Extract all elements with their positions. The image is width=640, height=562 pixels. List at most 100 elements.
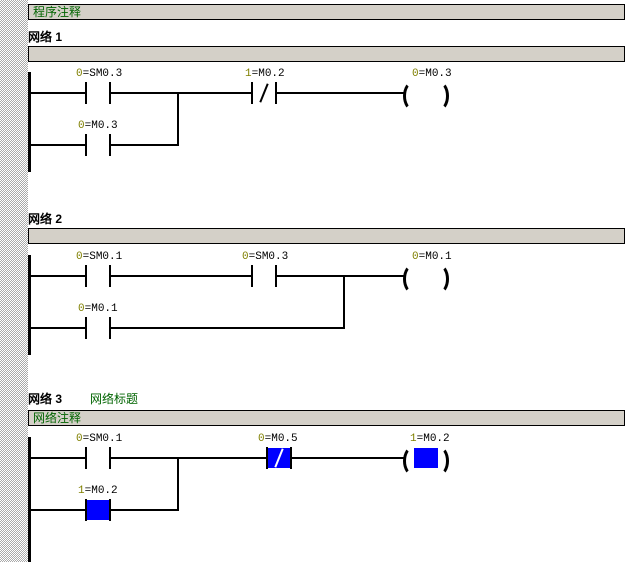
coil-paren-right	[429, 446, 449, 476]
program-comment-bar[interactable]: 程序注释	[28, 4, 625, 20]
contact-sm01-n3[interactable]	[85, 447, 111, 469]
wire-segment	[30, 509, 87, 511]
operand-name: SM0.1	[89, 433, 123, 445]
contact-bar-left	[266, 447, 268, 469]
network-2-label: 网络 2	[28, 212, 63, 226]
wire-segment	[111, 275, 251, 277]
operand-label: 0=M0.1	[78, 303, 118, 315]
contact-bar-left	[85, 265, 87, 287]
contact-m03-branch-n1[interactable]	[85, 134, 111, 156]
contact-bar-left	[85, 82, 87, 104]
operand-label: 0=SM0.3	[242, 251, 289, 263]
status-value: 0	[242, 251, 249, 263]
status-value: 0	[76, 433, 83, 445]
contact-m01-branch-n2[interactable]	[85, 317, 111, 339]
contact-bar-right	[109, 134, 111, 156]
wire-segment	[30, 327, 87, 329]
contact-fill	[87, 135, 109, 155]
coil-m01-n2[interactable]	[403, 264, 449, 294]
operand-label: 1=M0.2	[410, 433, 450, 445]
contact-bar-right	[275, 265, 277, 287]
wire-segment	[111, 327, 345, 329]
wire-segment	[30, 457, 87, 459]
wire-segment	[111, 144, 179, 146]
status-value: 0	[258, 433, 265, 445]
contact-bar-left	[251, 82, 253, 104]
status-value: 0	[76, 251, 83, 263]
contact-fill	[87, 318, 109, 338]
operand-label: 0=M0.5	[258, 433, 298, 445]
ladder-canvas[interactable]: 程序注释 网络 1 0=SM0.3 1=M0.2 0=M0.3 0=M0.3 网…	[28, 0, 640, 562]
network-1-label: 网络 1	[28, 30, 63, 44]
operand-name: SM0.1	[89, 251, 123, 263]
coil-m02-n3[interactable]	[403, 446, 449, 476]
coil-paren-right	[429, 81, 449, 111]
operand-label: 0=M0.1	[412, 251, 452, 263]
branch-connector	[177, 457, 179, 511]
coil-paren-left	[403, 264, 423, 294]
status-value: 1	[78, 485, 85, 497]
operand-name: M0.1	[425, 251, 452, 263]
contact-fill	[87, 266, 109, 286]
coil-m03-n1[interactable]	[403, 81, 449, 111]
power-rail-network-2	[28, 255, 31, 355]
contact-m02-branch-n3[interactable]	[85, 499, 111, 521]
network-1-comment-bar[interactable]	[28, 46, 625, 62]
status-value: 0	[412, 251, 419, 263]
contact-bar-right	[275, 82, 277, 104]
contact-sm03-n2[interactable]	[251, 265, 277, 287]
status-value: 0	[412, 68, 419, 80]
contact-bar-left	[85, 447, 87, 469]
operand-name: M0.5	[271, 433, 298, 445]
operand-label: 0=M0.3	[78, 120, 118, 132]
contact-bar-right	[109, 499, 111, 521]
operand-label: 1=M0.2	[245, 68, 285, 80]
operand-name: SM0.3	[89, 68, 123, 80]
contact-bar-right	[109, 447, 111, 469]
wire-segment	[111, 92, 251, 94]
wire-segment	[277, 92, 405, 94]
power-rail-network-3	[28, 437, 31, 562]
operand-label: 0=SM0.1	[76, 433, 123, 445]
contact-sm01-n2[interactable]	[85, 265, 111, 287]
wire-segment	[30, 144, 87, 146]
contact-bar-right	[109, 82, 111, 104]
operand-label: 0=SM0.1	[76, 251, 123, 263]
status-value: 1	[245, 68, 252, 80]
wire-segment	[111, 509, 179, 511]
contact-fill	[87, 83, 109, 103]
operand-name: M0.3	[425, 68, 452, 80]
operand-label: 0=M0.3	[412, 68, 452, 80]
contact-bar-left	[85, 499, 87, 521]
operand-name: M0.2	[258, 68, 285, 80]
power-rail-network-1	[28, 72, 31, 172]
coil-paren-left	[403, 81, 423, 111]
network-3-title[interactable]: 网络标题	[90, 392, 139, 406]
status-value: 0	[78, 303, 85, 315]
contact-bar-left	[85, 317, 87, 339]
contact-sm03-n1[interactable]	[85, 82, 111, 104]
contact-fill	[87, 500, 109, 520]
operand-name: M0.3	[91, 120, 118, 132]
network-3-label: 网络 3	[28, 392, 63, 406]
branch-connector	[343, 275, 345, 329]
contact-bar-left	[251, 265, 253, 287]
operand-label: 0=SM0.3	[76, 68, 123, 80]
status-value: 0	[78, 120, 85, 132]
contact-m05-n3[interactable]	[266, 447, 292, 469]
wire-segment	[111, 457, 268, 459]
operand-name: M0.1	[91, 303, 118, 315]
coil-paren-left	[403, 446, 423, 476]
wire-segment	[30, 275, 87, 277]
status-value: 1	[410, 433, 417, 445]
operand-label: 1=M0.2	[78, 485, 118, 497]
network-2-comment-bar[interactable]	[28, 228, 625, 244]
contact-m02-n1[interactable]	[251, 82, 277, 104]
contact-bar-left	[85, 134, 87, 156]
contact-bar-right	[109, 265, 111, 287]
operand-name: M0.2	[91, 485, 118, 497]
status-value: 0	[76, 68, 83, 80]
wire-segment	[30, 92, 87, 94]
contact-fill	[87, 448, 109, 468]
network-3-comment-bar[interactable]: 网络注释	[28, 410, 625, 426]
